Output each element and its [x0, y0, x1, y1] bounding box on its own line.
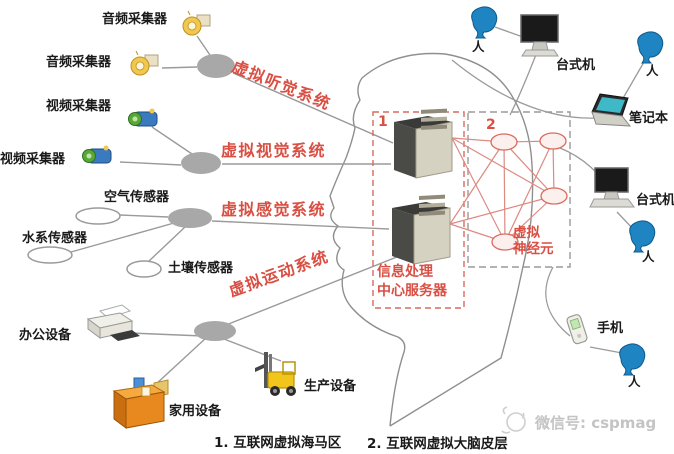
label-laptop: 笔记本	[629, 111, 669, 126]
air-sensor-ellipse	[75, 207, 121, 225]
label-person-1: 人	[472, 39, 485, 54]
label-audio-collector-2: 音频采集器	[46, 55, 112, 70]
server-dashed-box	[372, 111, 465, 309]
neuron-node	[539, 132, 567, 150]
person-icon	[637, 31, 664, 64]
person-icon	[619, 343, 646, 376]
server-tower-icon	[392, 194, 451, 265]
person-icon	[471, 6, 498, 39]
server-tower-icon	[394, 108, 453, 179]
label-virtual-visual-system: 虚拟视觉系统	[221, 141, 327, 160]
phone-icon	[566, 314, 588, 345]
neuron-node	[540, 187, 568, 205]
server-label-line1: 信息处理	[377, 264, 433, 280]
caption-hippocampus: 1. 互联网虚拟海马区	[214, 435, 342, 451]
neuron-node	[490, 133, 518, 151]
label-phone: 手机	[597, 321, 624, 336]
neuron-label-line1: 虚拟	[513, 225, 540, 241]
audio-hub	[197, 54, 235, 78]
neuron-dashed-box	[467, 111, 571, 268]
label-office-equipment: 办公设备	[19, 328, 72, 343]
label-desktop-2: 台式机	[636, 193, 674, 208]
label-water-sensor: 水系传感器	[22, 231, 88, 246]
water-sensor-ellipse	[27, 246, 73, 264]
sensor-ellipses	[27, 207, 162, 278]
caption-cortex: 2. 互联网虚拟大脑皮层	[367, 436, 508, 452]
neuron-nodes	[490, 132, 568, 251]
hub-ellipses	[168, 54, 236, 341]
label-virtual-sensory-system: 虚拟感觉系统	[221, 200, 327, 219]
watermark-logo-icon	[501, 406, 526, 434]
video-collector-icon	[128, 108, 158, 127]
label-person-3: 人	[642, 249, 655, 264]
watermark-text: 微信号: cspmag	[535, 414, 657, 432]
desktop-monitor-icon	[589, 167, 635, 208]
label-desktop-1: 台式机	[556, 58, 596, 73]
server-label-line2: 中心服务器	[377, 283, 447, 299]
head-outline	[329, 52, 534, 427]
neuron-node	[491, 233, 519, 251]
home-device-icon	[112, 377, 169, 429]
label-soil-sensor: 土壤传感器	[168, 261, 234, 276]
label-home-equipment: 家用设备	[169, 404, 222, 419]
forklift-icon	[255, 352, 296, 396]
desktop-monitor-icon	[520, 14, 559, 57]
audio-collector-icon	[182, 10, 211, 36]
label-audio-collector-1: 音频采集器	[102, 12, 168, 27]
video-hub	[181, 152, 221, 174]
label-info-processing-server: 信息处理中心服务器	[377, 263, 447, 301]
person-icon	[629, 220, 656, 253]
label-air-sensor: 空气传感器	[104, 190, 170, 205]
label-person-2: 人	[646, 63, 659, 78]
label-video-collector-1: 视频采集器	[46, 99, 112, 114]
right-connection-lines	[451, 26, 645, 354]
label-person-4: 人	[628, 374, 641, 389]
label-video-collector-2: 视频采集器	[0, 152, 66, 167]
video-collector-icon	[82, 145, 112, 164]
motion-hub	[194, 321, 236, 341]
label-production-equipment: 生产设备	[304, 379, 357, 394]
laptop-icon	[591, 93, 632, 127]
label-box1-number: 1	[378, 114, 388, 130]
sensor-hub	[168, 208, 212, 228]
audio-collector-icon	[130, 50, 159, 76]
soil-sensor-ellipse	[126, 260, 162, 278]
printer-icon	[86, 304, 140, 341]
neuron-label-line2: 神经元	[513, 241, 554, 257]
label-box2-number: 2	[486, 117, 496, 133]
label-virtual-neuron: 虚拟神经元	[513, 225, 554, 257]
